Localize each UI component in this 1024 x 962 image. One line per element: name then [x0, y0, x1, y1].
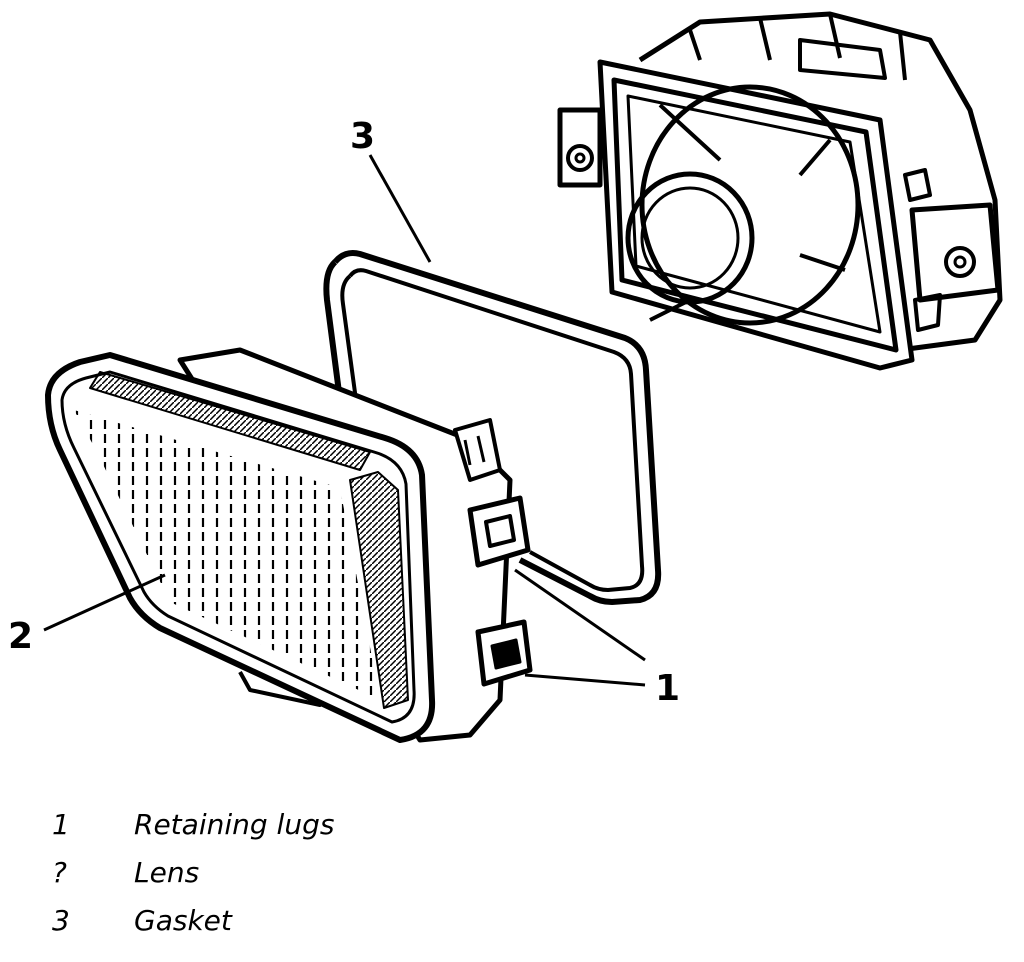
legend-label: Gasket — [134, 904, 232, 937]
legend-number: 3 — [52, 904, 70, 937]
gasket — [323, 250, 662, 605]
legend-row: 1 Retaining lugs — [0, 808, 1024, 856]
legend-number: ? — [52, 856, 67, 889]
legend-number: 1 — [52, 808, 70, 841]
callout-2: 2 — [8, 616, 33, 657]
legend-row: 3 Gasket — [0, 904, 1024, 952]
legend-label: Lens — [134, 856, 200, 889]
legend-row: ? Lens — [0, 856, 1024, 904]
headlamp-housing — [557, 11, 1003, 371]
callout-3: 3 — [350, 116, 375, 157]
headlamp-exploded-diagram: 3 2 1 — [8, 11, 1003, 743]
callout-1: 1 — [655, 668, 680, 709]
leader-lines — [43, 154, 646, 687]
headlamp-lens-unit — [45, 347, 533, 743]
legend: 1 Retaining lugs ? Lens 3 Gasket — [0, 808, 1024, 952]
legend-label: Retaining lugs — [134, 808, 335, 841]
